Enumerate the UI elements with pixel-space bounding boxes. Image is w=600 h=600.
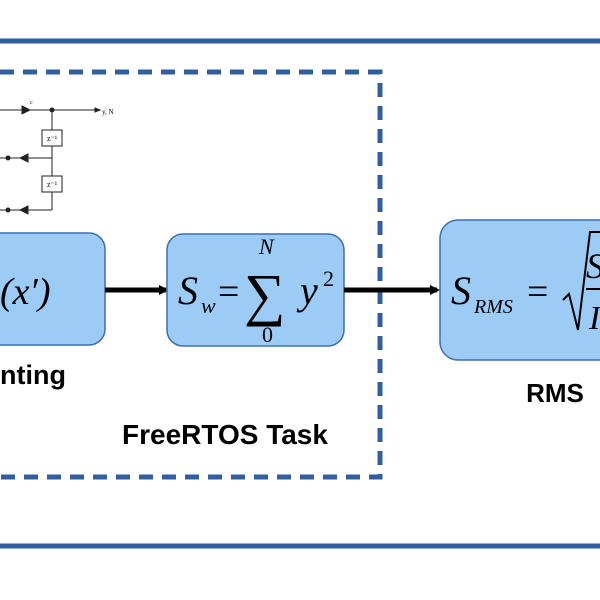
filter-schematic: [0, 105, 102, 215]
rms-caption: RMS: [526, 378, 584, 408]
filter-delay-label-1: z⁻¹: [47, 134, 58, 143]
rms-lhs-subscript: RMS: [473, 296, 513, 318]
sum-exponent: 2: [323, 266, 334, 291]
freertos-task-label: FreeRTOS Task: [122, 419, 328, 450]
filter-output-label: y, N: [102, 108, 114, 116]
freertos-task-border: [0, 69, 383, 480]
sum-equals: =: [218, 271, 239, 313]
sum-lhs: S: [178, 268, 198, 313]
outer-frame: [0, 38, 600, 549]
sum-lower-limit: 0: [262, 322, 273, 347]
rms-block: [439, 219, 600, 361]
sum-term: y: [296, 268, 318, 313]
sum-lhs-subscript: w: [201, 293, 216, 318]
rms-lhs: S: [451, 268, 471, 313]
weighting-formula: (x′): [0, 271, 51, 313]
rms-numerator: S: [586, 246, 600, 286]
sum-upper-limit: N: [258, 234, 275, 259]
filter-delay-label-2: z⁻¹: [47, 180, 58, 189]
filter-gain-label: c: [30, 100, 33, 106]
rms-equals: =: [527, 271, 548, 313]
sqrt-symbol: [562, 231, 600, 331]
rms-denominator: I: [588, 300, 600, 337]
weighting-caption: nting: [0, 360, 66, 390]
sum-sigma: ∑: [244, 262, 285, 327]
